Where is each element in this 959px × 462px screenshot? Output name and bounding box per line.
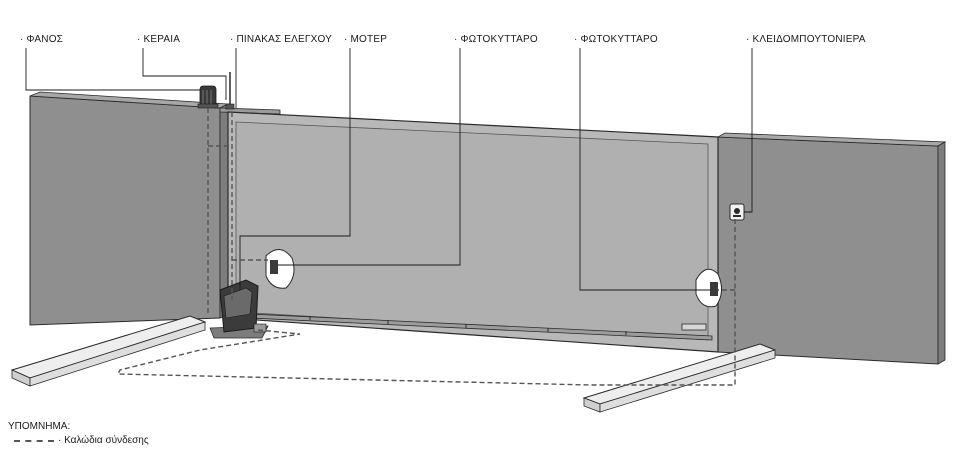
label-photocell-1: · ΦΩΤΟΚΥΤΤΑΡΟ: [454, 34, 538, 45]
legend-cable-swatch: [14, 439, 54, 442]
antenna-unit: [225, 72, 235, 110]
label-control-panel: · ΠΙΝΑΚΑΣ ΕΛΕΓΧΟΥ: [230, 34, 333, 45]
label-photocell-2: · ΦΩΤΟΚΥΤΤΑΡΟ: [574, 34, 658, 45]
label-key-switch: · ΚΛΕΙΔΟΜΠΟΥΤΟΝΙΕΡΑ: [746, 34, 866, 45]
label-antenna: · ΚΕΡΑΙΑ: [137, 34, 181, 45]
photocell-right-unit: [695, 268, 722, 308]
legend-row: · Καλώδια σύνδεσης: [14, 435, 149, 446]
leader-lines: [25, 48, 753, 291]
right-ground-beam: [582, 343, 777, 413]
label-lamp: · ΦΑΝΟΣ: [20, 34, 64, 45]
left-wall: [29, 91, 230, 326]
sliding-gate: [227, 111, 719, 353]
right-wall: [716, 132, 947, 365]
photocell-left-unit: [265, 249, 295, 289]
connection-cables: [116, 108, 736, 386]
legend-title: ΥΠΟΜΝΗΜΑ:: [8, 421, 71, 432]
motor-unit: [209, 279, 269, 339]
lamp-unit: [197, 85, 219, 109]
legend-cable-label: · Καλώδια σύνδεσης: [58, 435, 149, 446]
left-ground-beam: [10, 315, 207, 387]
key-switch-unit: [729, 203, 745, 221]
label-motor: · ΜΟΤΕΡ: [344, 34, 388, 45]
